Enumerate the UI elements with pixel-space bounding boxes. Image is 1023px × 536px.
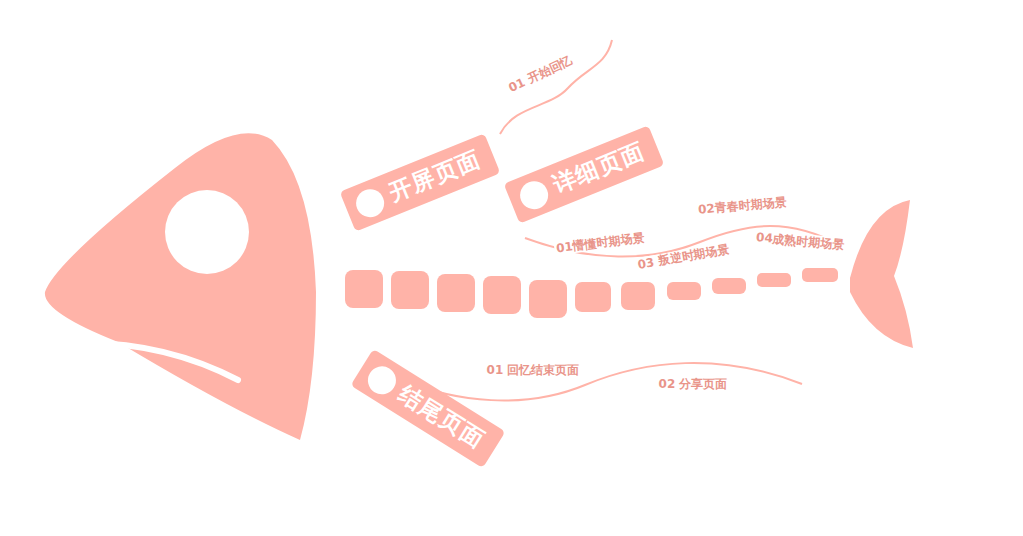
tag-hole — [352, 184, 388, 220]
branch-label: 01 开始回忆 — [504, 52, 576, 95]
fish-eye — [165, 190, 249, 274]
ending-tag: 结尾页面 — [350, 348, 505, 467]
splash-tag: 开屏页面 — [340, 133, 501, 231]
fish-head — [45, 133, 316, 440]
tag-title: 详细页面 — [549, 136, 650, 201]
tag-hole — [516, 176, 552, 212]
branch-label: 01 回忆结束页面 — [485, 363, 582, 377]
branch-label: 03 叛逆时期场景 — [634, 242, 732, 273]
branch-label: 02青春时期场景 — [695, 195, 789, 217]
branch-label: 02 分享页面 — [657, 377, 730, 391]
branch-label: 01懵懂时期场景 — [553, 230, 647, 255]
tag-title: 结尾页面 — [393, 378, 491, 455]
tag-title: 开屏页面 — [385, 144, 486, 209]
fish-spine — [345, 268, 838, 318]
fish-mouth — [82, 343, 238, 380]
tag-hole — [363, 360, 402, 399]
detail-tag: 详细页面 — [504, 125, 665, 223]
fish-tail — [850, 200, 913, 348]
leader-line — [403, 40, 842, 400]
branch-label: 04成熟时期场景 — [753, 230, 847, 252]
